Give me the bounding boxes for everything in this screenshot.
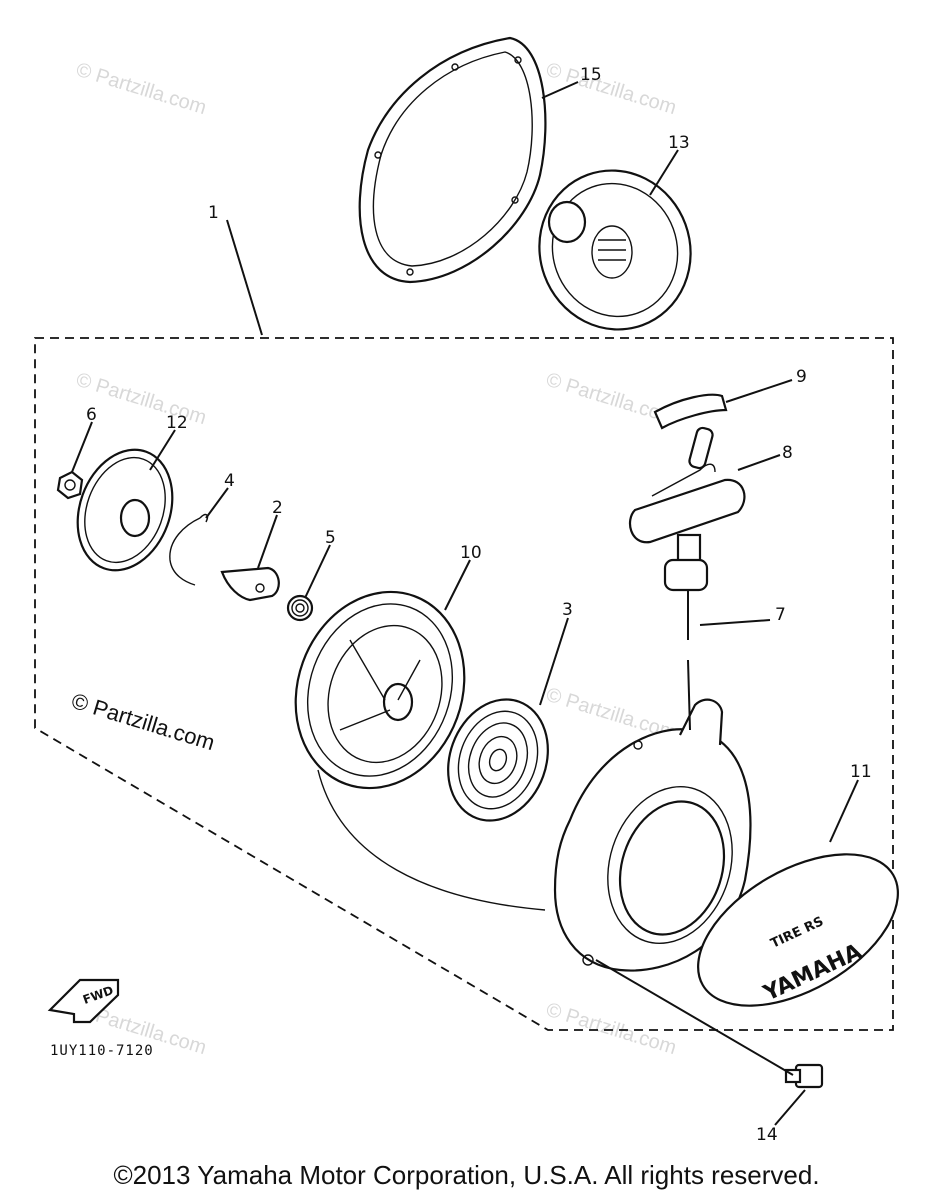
part-4-clip [169,513,209,586]
part-label-12: 12 [166,413,188,433]
part-5-spring [286,594,314,622]
fwd-arrow-icon: FWD [47,978,120,1024]
part-label-13: 13 [668,133,690,153]
copyright-notice: ©2013 Yamaha Motor Corporation, U.S.A. A… [113,1160,820,1190]
diagram-code: 1UY110-7120 [50,1043,154,1059]
part-label-10: 10 [460,543,482,563]
part-label-3: 3 [562,600,573,620]
part-label-2: 2 [272,498,283,518]
part-label-4: 4 [224,471,235,491]
part-6-nut [56,470,84,500]
part-12-cover-plate [76,448,174,572]
watermark-faint: © Partzilla.com [544,999,679,1059]
part-label-11: 11 [850,762,872,782]
part-label-1: 1 [208,203,219,223]
part-7-rope [687,590,691,731]
part-label-14: 14 [756,1125,778,1145]
part-label-7: 7 [775,605,786,625]
part-label-15: 15 [580,65,602,85]
part-labels: 1 15 13 9 8 7 6 12 4 2 5 10 3 11 14 [86,65,872,1145]
part-3-recoil-spring [447,698,549,822]
part-label-8: 8 [782,443,793,463]
part-label-6: 6 [86,405,97,425]
part-13-drive-pulley [538,169,692,331]
assembly-boundary [34,337,894,1031]
part-14-bolt [784,1063,824,1089]
part-10-reel [294,590,466,790]
starter-rope [317,769,546,911]
watermark-faint: © Partzilla.com [74,59,209,119]
part-2-pawl [220,566,280,602]
leader-lines [71,81,859,1126]
starter-case [553,698,752,972]
part-15-gasket [358,36,547,284]
part-label-9: 9 [796,367,807,387]
part-label-5: 5 [325,528,336,548]
part-9-cap [653,393,728,430]
part-8-starter-handle [628,426,746,592]
